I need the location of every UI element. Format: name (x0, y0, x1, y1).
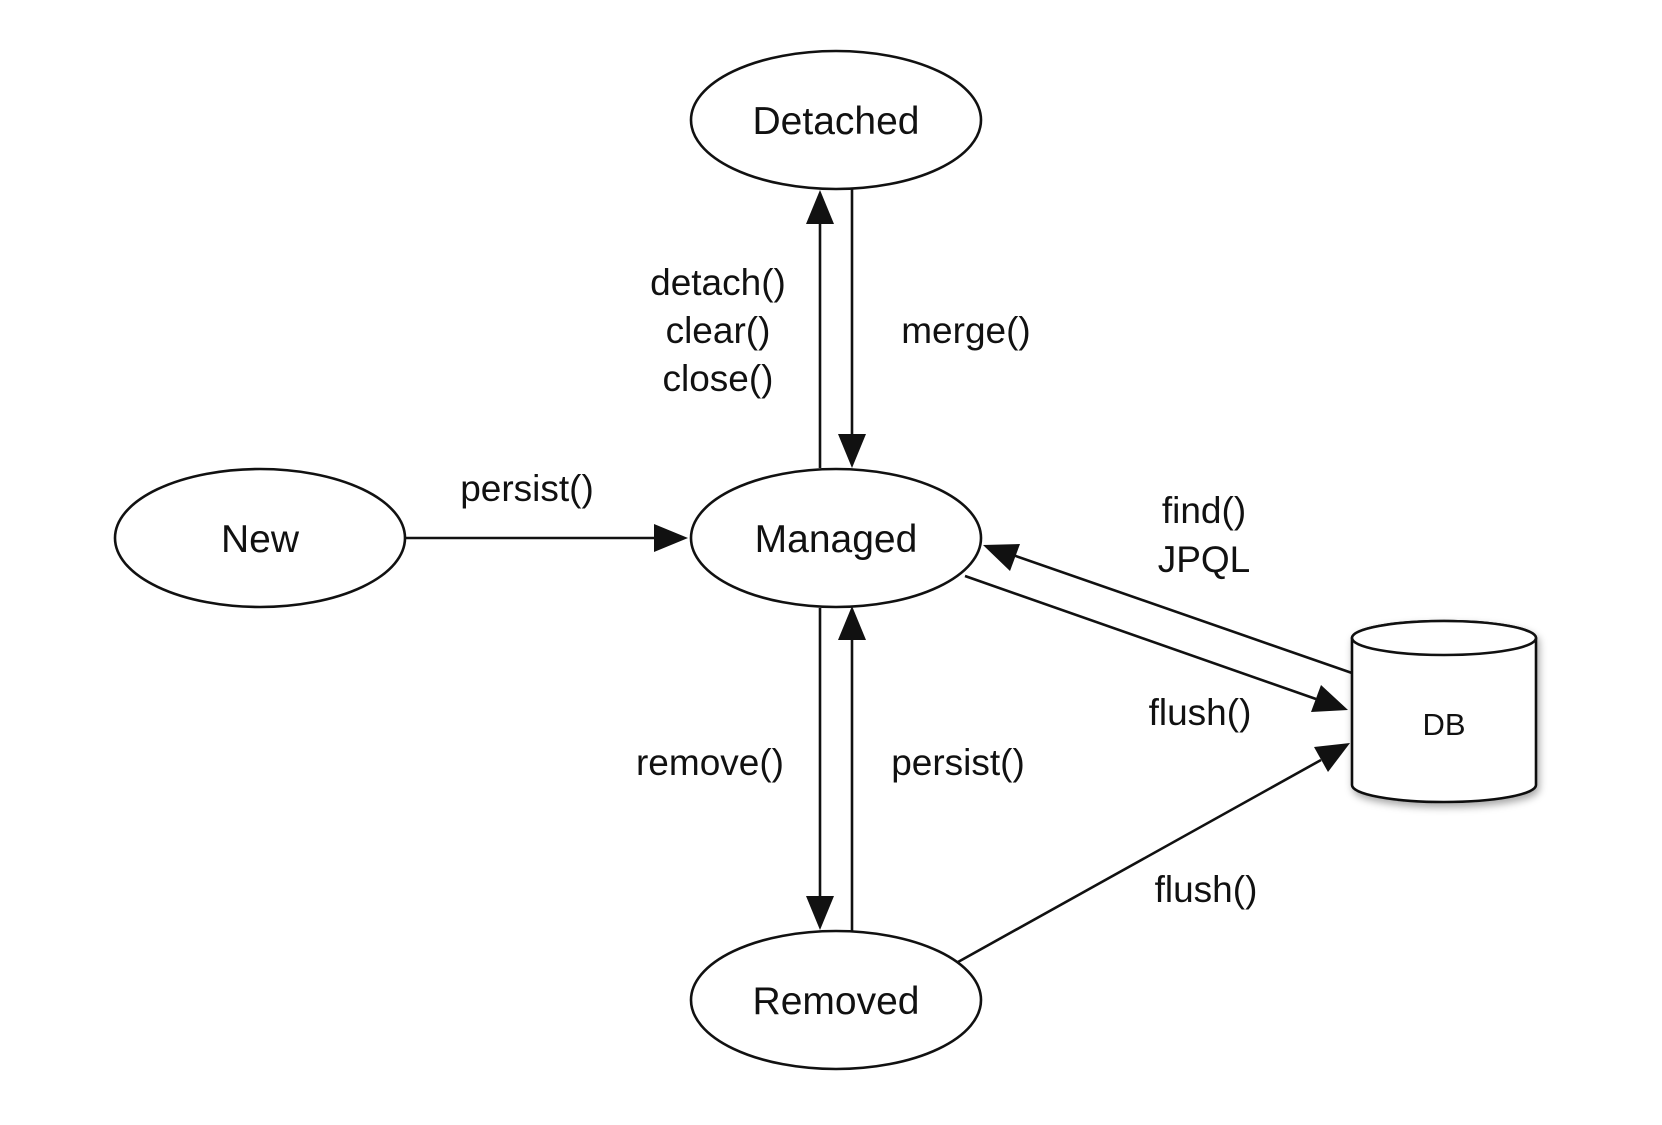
node-removed-label: Removed (753, 980, 920, 1023)
new-persist-label: persist() (460, 468, 594, 509)
edge-db-to-managed (983, 544, 1353, 675)
clear-label: clear() (666, 310, 771, 351)
remove-label: remove() (636, 742, 784, 783)
edge-detached-to-managed (838, 182, 866, 468)
jpql-label: JPQL (1158, 539, 1251, 580)
edge-removed-to-db (957, 743, 1350, 964)
detach-label: detach() (650, 262, 786, 303)
edge-managed-to-db (964, 574, 1348, 712)
find-label: find() (1162, 490, 1246, 531)
flush-removed-label: flush() (1155, 869, 1258, 910)
edge-new-to-managed (405, 524, 688, 552)
node-new-label: New (221, 518, 300, 561)
node-removed: Removed (689, 929, 983, 1071)
edge-managed-to-detached (806, 190, 834, 468)
find-labels: find() JPQL (1158, 490, 1251, 580)
close-label: close() (662, 358, 773, 399)
node-managed: Managed (689, 467, 983, 609)
edge-managed-to-removed (806, 608, 834, 930)
detach-labels: detach() clear() close() (650, 262, 786, 399)
node-new: New (113, 467, 407, 609)
node-managed-label: Managed (755, 518, 918, 561)
node-db: DB (1350, 619, 1538, 804)
merge-label: merge() (901, 310, 1031, 351)
node-detached: Detached (689, 49, 983, 191)
node-db-label: DB (1422, 707, 1465, 742)
edge-removed-to-managed (838, 606, 866, 932)
flush-managed-label: flush() (1149, 692, 1252, 733)
node-detached-label: Detached (753, 100, 920, 143)
removed-persist-label: persist() (891, 742, 1025, 783)
